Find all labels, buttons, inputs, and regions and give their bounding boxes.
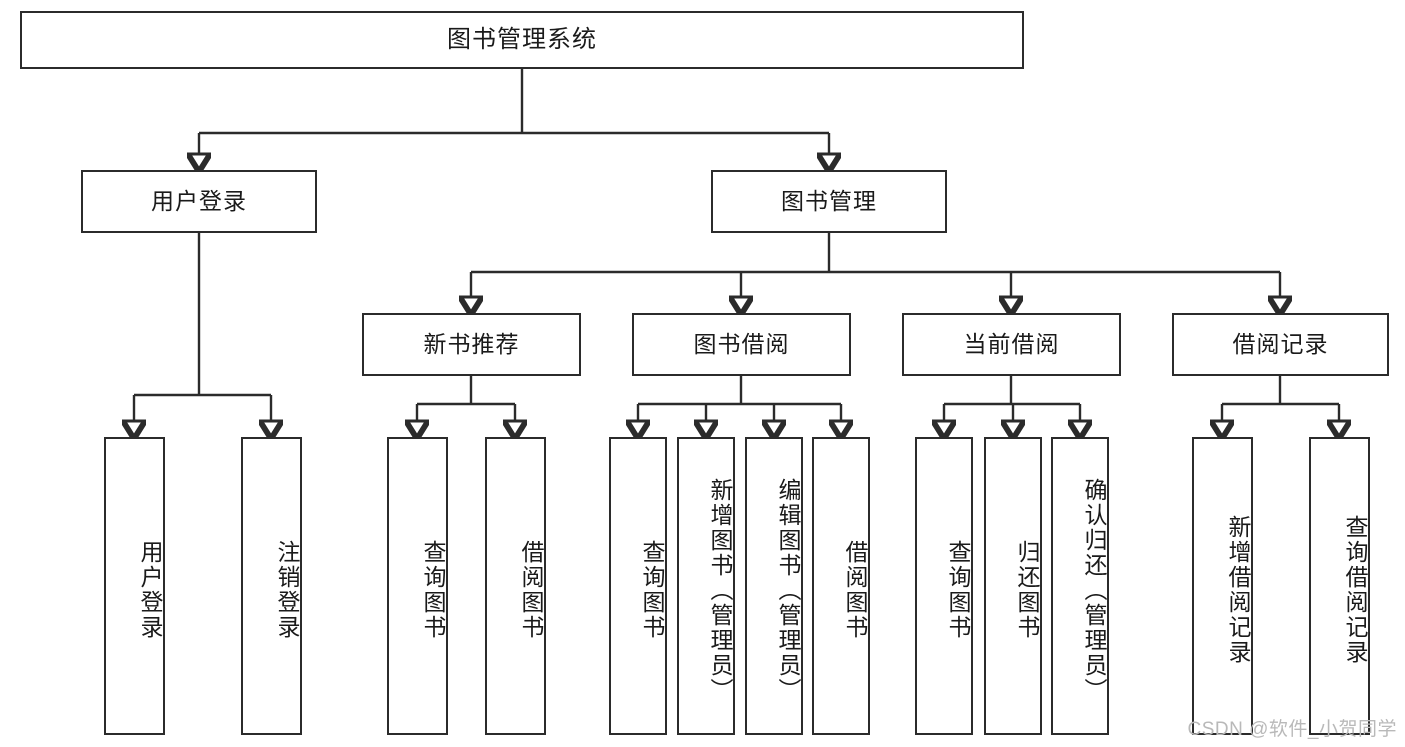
leaf-query-borrow-record[interactable]: 查询借阅记录 [1309, 437, 1370, 735]
node-label: 新增图书（管理员） [707, 477, 733, 703]
node-book-management[interactable]: 图书管理 [711, 170, 947, 233]
node-label: 图书管理系统 [447, 26, 597, 54]
node-label: 借阅图书 [842, 540, 868, 640]
node-label: 注销登录 [274, 540, 300, 640]
node-label: 用户登录 [151, 188, 247, 215]
node-borrow-records[interactable]: 借阅记录 [1172, 313, 1389, 376]
node-label: 查询图书 [945, 540, 971, 640]
node-book-borrow[interactable]: 图书借阅 [632, 313, 851, 376]
node-label: 查询借阅记录 [1342, 515, 1368, 665]
node-label: 查询图书 [639, 540, 665, 640]
node-label: 新增借阅记录 [1225, 515, 1251, 665]
leaf-edit-book-admin[interactable]: 编辑图书（管理员） [745, 437, 803, 735]
node-label: 当前借阅 [963, 331, 1060, 358]
leaf-add-book-admin[interactable]: 新增图书（管理员） [677, 437, 735, 735]
node-new-book-recommend[interactable]: 新书推荐 [362, 313, 581, 376]
node-label: 借阅图书 [518, 540, 544, 640]
node-label: 图书借阅 [693, 331, 790, 358]
node-root-system[interactable]: 图书管理系统 [20, 11, 1024, 69]
node-label: 查询图书 [420, 540, 446, 640]
node-current-borrow[interactable]: 当前借阅 [902, 313, 1121, 376]
node-label: 归还图书 [1014, 540, 1040, 640]
leaf-user-login[interactable]: 用户登录 [104, 437, 165, 735]
node-label: 用户登录 [137, 540, 163, 640]
leaf-query-book-current[interactable]: 查询图书 [915, 437, 973, 735]
leaf-add-borrow-record[interactable]: 新增借阅记录 [1192, 437, 1253, 735]
node-label: 新书推荐 [423, 331, 520, 358]
leaf-borrow-book-recommend[interactable]: 借阅图书 [485, 437, 546, 735]
node-label: 确认归还（管理员） [1081, 477, 1107, 703]
leaf-query-book-borrow[interactable]: 查询图书 [609, 437, 667, 735]
leaf-confirm-return-admin[interactable]: 确认归还（管理员） [1051, 437, 1109, 735]
watermark: CSDN @软件_小贺同学 [1187, 719, 1397, 740]
leaf-query-book-recommend[interactable]: 查询图书 [387, 437, 448, 735]
leaf-user-logout[interactable]: 注销登录 [241, 437, 302, 735]
node-label: 编辑图书（管理员） [775, 477, 801, 703]
node-label: 借阅记录 [1232, 331, 1329, 358]
leaf-borrow-book[interactable]: 借阅图书 [812, 437, 870, 735]
node-label: 图书管理 [781, 188, 877, 215]
leaf-return-book[interactable]: 归还图书 [984, 437, 1042, 735]
node-user-login[interactable]: 用户登录 [81, 170, 317, 233]
